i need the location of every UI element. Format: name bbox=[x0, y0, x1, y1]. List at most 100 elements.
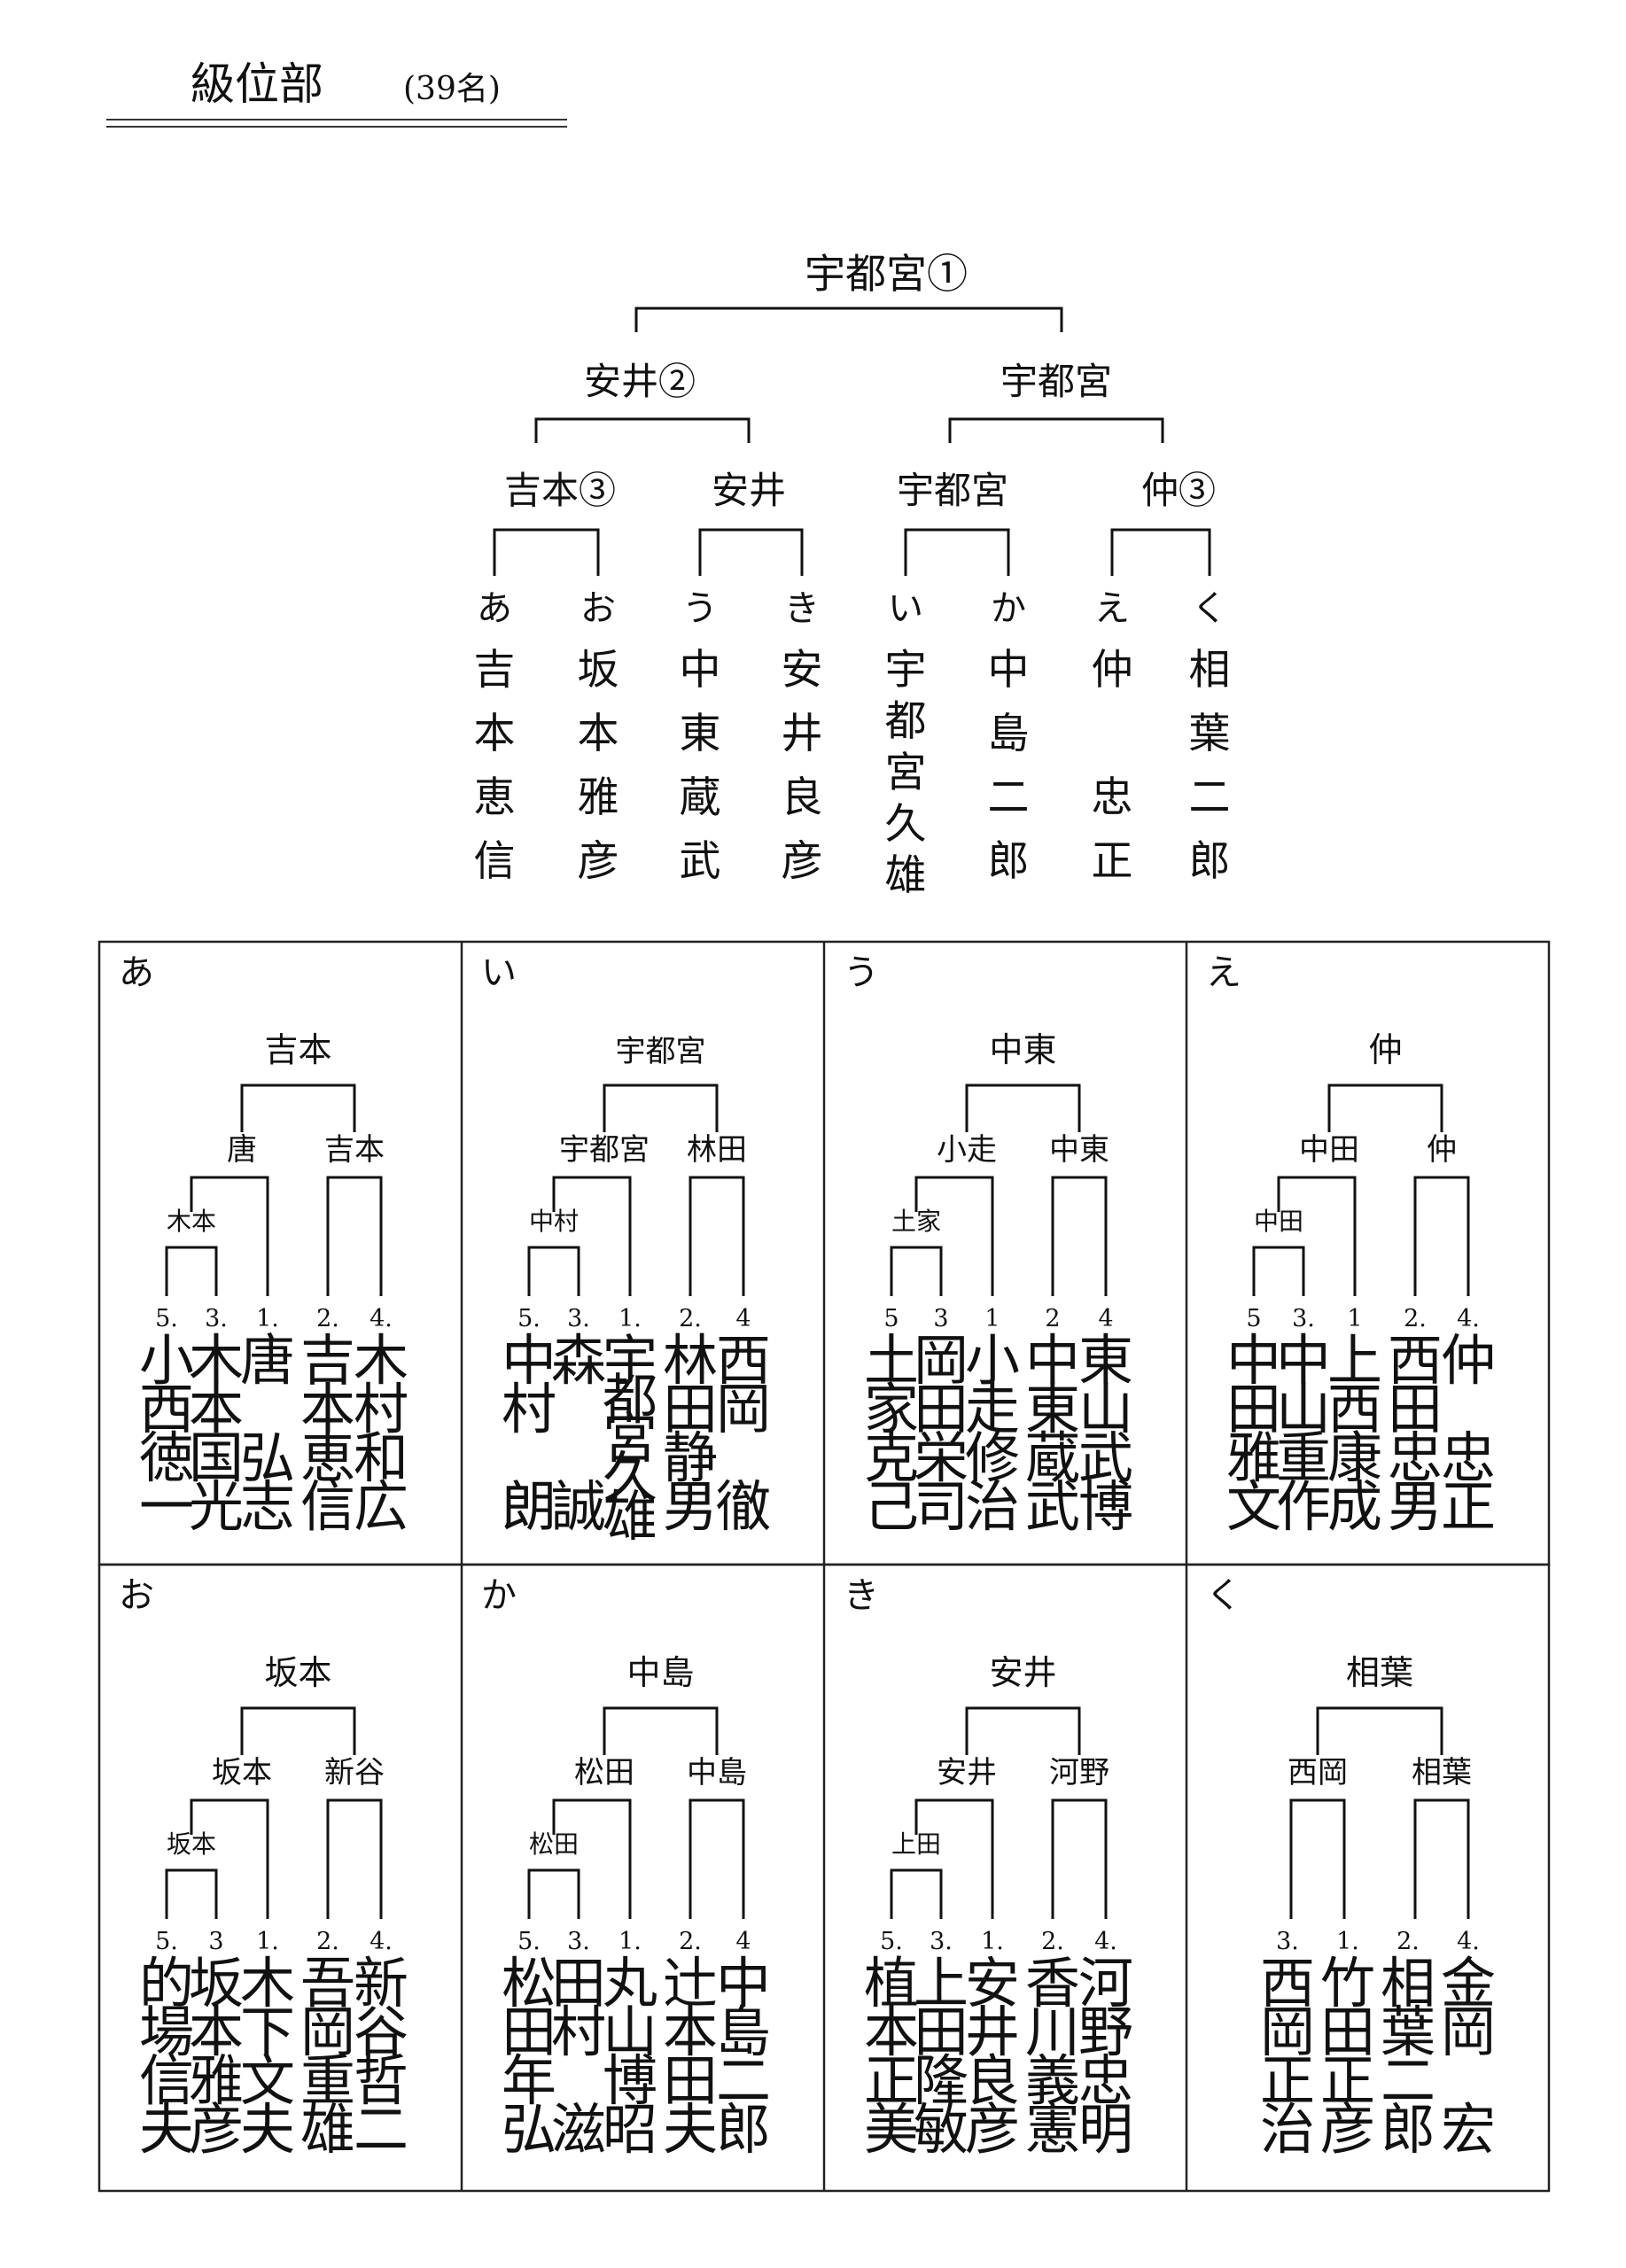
player-name-char: 昭 bbox=[603, 2097, 657, 2162]
final-bracket-line bbox=[634, 307, 1063, 332]
player-name-char: 井 bbox=[965, 2000, 1020, 2064]
section-semifinal-name: 中田 bbox=[1299, 1132, 1359, 1168]
entrant-name-char: 郎 bbox=[1189, 837, 1231, 886]
seed-number: 4. bbox=[1094, 1928, 1117, 1955]
player-name-char: 本 bbox=[864, 2000, 919, 2064]
player-name-char: 東 bbox=[1025, 1377, 1080, 1441]
entrant-name-char: 都 bbox=[885, 697, 927, 746]
section-bracket-line bbox=[1277, 1176, 1357, 1296]
player-name-char: 信 bbox=[300, 1474, 355, 1539]
player-name-char: 修 bbox=[965, 1425, 1020, 1490]
player-name-char: 明 bbox=[1078, 2097, 1133, 2162]
section-semifinal-name: 宇都宮 bbox=[559, 1132, 650, 1168]
seed-number: 1 bbox=[1347, 1305, 1362, 1332]
semifinal-left-name: 安井② bbox=[584, 360, 696, 403]
player-name-char: 野 bbox=[1078, 2000, 1133, 2064]
player-name-char: 辻 bbox=[663, 1951, 718, 2016]
section-semifinal-name: 河野 bbox=[1049, 1755, 1109, 1790]
player-name-char: 美 bbox=[864, 2097, 919, 2162]
seed-number: 3 bbox=[208, 1928, 223, 1955]
quarterfinal-name: 仲③ bbox=[1141, 469, 1216, 512]
seed-number: 5 bbox=[1246, 1305, 1261, 1332]
entrant-name-char: 吉 bbox=[474, 646, 516, 695]
section-bracket-line bbox=[527, 1246, 580, 1296]
player-name-char: 克 bbox=[864, 1425, 919, 1490]
section-bracket-line bbox=[1051, 1176, 1108, 1296]
section-semifinal-name: 松田 bbox=[574, 1755, 634, 1790]
section-subgroup-name: 中村 bbox=[529, 1207, 579, 1236]
seed-number: 5. bbox=[155, 1305, 178, 1332]
entrant-name-char: 彦 bbox=[782, 837, 823, 886]
player-name-char: 作 bbox=[1276, 1474, 1331, 1539]
entrant-label: か bbox=[991, 588, 1026, 629]
section-subgroup-name: 上田 bbox=[891, 1829, 941, 1859]
player-name-char: 相 bbox=[1381, 1951, 1435, 2016]
section-semifinal-name: 中島 bbox=[687, 1755, 747, 1790]
quarterfinal-bracket-line bbox=[1110, 528, 1211, 576]
player-name-char: 上 bbox=[1327, 1328, 1382, 1393]
section-final-bracket-line bbox=[965, 1706, 1081, 1755]
seed-number: 2. bbox=[1041, 1928, 1064, 1955]
player-name-char: 弘 bbox=[240, 1425, 295, 1490]
entrant-label: く bbox=[1192, 588, 1227, 629]
seed-number: 5. bbox=[517, 1928, 541, 1955]
seed-number: 2. bbox=[1404, 1305, 1427, 1332]
player-name-char: 中 bbox=[502, 1328, 556, 1393]
seed-number: 1. bbox=[619, 1928, 642, 1955]
entrant-label: え bbox=[1094, 588, 1130, 629]
entrant-name-char: 二 bbox=[1189, 773, 1231, 822]
entrant-name-char: 宇 bbox=[885, 646, 927, 695]
section-bracket-line bbox=[190, 1798, 269, 1919]
seed-number: 2 bbox=[1045, 1305, 1060, 1332]
seed-number: 3. bbox=[205, 1305, 228, 1332]
section-bracket-line bbox=[165, 1246, 218, 1296]
entrant-name-char: 中 bbox=[680, 646, 721, 695]
section-bracket-line bbox=[689, 1176, 745, 1296]
player-name-char: 岡 bbox=[1260, 2000, 1315, 2064]
quarterfinal-bracket-line bbox=[493, 528, 600, 576]
entrant-name-char: 相 bbox=[1189, 646, 1231, 695]
section-winner: 宇都宮 bbox=[616, 1034, 706, 1069]
player-name-char: 静 bbox=[663, 1425, 718, 1490]
entrant-label: あ bbox=[477, 588, 512, 629]
player-name-char: 木 bbox=[354, 1328, 408, 1393]
player-name-char: 本 bbox=[663, 2000, 718, 2064]
section-bracket-line bbox=[326, 1798, 383, 1919]
player-name-char: 宮 bbox=[603, 1406, 657, 1471]
entrant-name-char: 本 bbox=[578, 710, 619, 758]
player-name-char: 西 bbox=[716, 1328, 771, 1393]
seed-number: 1. bbox=[256, 1928, 279, 1955]
player-name-char: 下 bbox=[240, 2000, 295, 2064]
entrant-name-char: 良 bbox=[782, 773, 823, 822]
seed-number: 5. bbox=[880, 1928, 903, 1955]
section-bracket-line bbox=[689, 1798, 745, 1919]
player-name-char: 上 bbox=[914, 1951, 969, 2016]
section-panel: く相葉西岡相葉3.1.2.4.西岡正治竹田正彦相葉二郎金岡宏 bbox=[1206, 1575, 1496, 2162]
player-name-char: 松 bbox=[502, 1951, 556, 2016]
player-name-char: 村 bbox=[551, 2000, 606, 2064]
player-name-char: 正 bbox=[1441, 1474, 1496, 1539]
player-name-char: 西 bbox=[1388, 1328, 1443, 1393]
player-name-char: 忠 bbox=[1078, 2048, 1133, 2113]
player-name-char: 的 bbox=[139, 1951, 194, 2016]
section-subgroup-name: 中田 bbox=[1254, 1207, 1303, 1236]
quarterfinal-bracket-line bbox=[904, 528, 1010, 576]
section-semifinal-name: 吉本 bbox=[324, 1132, 385, 1168]
player-name-char: 仲 bbox=[1441, 1328, 1496, 1393]
player-name-char: 彦 bbox=[965, 2097, 1020, 2162]
entrant-name-char: 坂 bbox=[578, 646, 619, 695]
section-panel: あ吉本唐吉本木本5.3.1.2.4.小西徳一木本国光唐弘志吉本恵信木村和広 bbox=[119, 952, 408, 1539]
entrant-name-char: 本 bbox=[474, 710, 516, 758]
seed-number: 3. bbox=[930, 1928, 953, 1955]
player-name-char: 田 bbox=[914, 1377, 969, 1441]
player-name-char: 文 bbox=[1226, 1474, 1281, 1539]
player-name-char: 誠 bbox=[551, 1474, 606, 1539]
entrant-name-char: 忠 bbox=[1092, 773, 1133, 822]
player-name-char: 二 bbox=[354, 2097, 408, 2162]
player-name-char: 男 bbox=[1388, 1474, 1443, 1539]
entrant-name-char: 武 bbox=[680, 837, 721, 886]
section-bracket-line bbox=[890, 1868, 943, 1919]
seed-number: 2. bbox=[316, 1928, 339, 1955]
section-semifinal-name: 唐 bbox=[227, 1132, 257, 1168]
player-name-char: 弘 bbox=[502, 2097, 556, 2162]
